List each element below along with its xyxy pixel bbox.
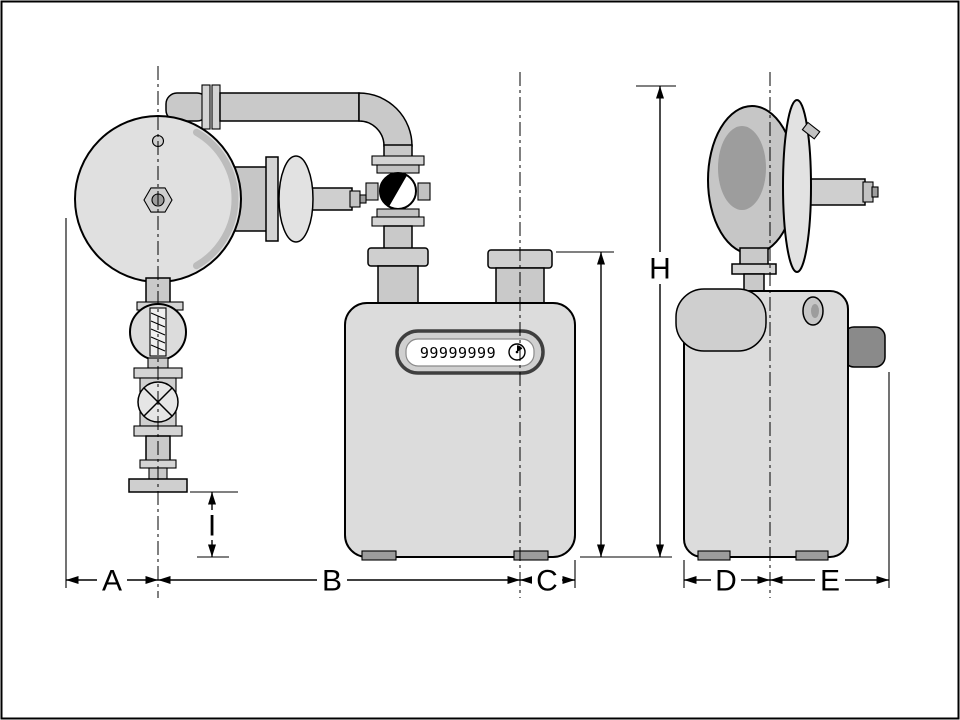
label-bg-b bbox=[317, 565, 347, 595]
dimension-label-b: B bbox=[322, 565, 342, 598]
dimension-label-c: C bbox=[536, 565, 558, 598]
regulator-side bbox=[707, 99, 879, 295]
valve-outlet-pipe bbox=[383, 225, 413, 251]
vent-pipe bbox=[309, 187, 353, 211]
valve-side-tab bbox=[417, 182, 431, 201]
meter-inlet-pipe bbox=[377, 265, 419, 307]
dimension-label-group: A B C D E H I bbox=[97, 252, 845, 598]
label-bg-d bbox=[711, 565, 741, 595]
horizontal-pipe bbox=[219, 92, 360, 122]
label-bg-i bbox=[202, 510, 222, 540]
dimension-label-h: H bbox=[649, 253, 671, 286]
label-bg-e bbox=[815, 565, 845, 595]
side-vent-pipe bbox=[808, 178, 866, 206]
regulator-diaphragm-disc-edge bbox=[782, 99, 812, 273]
regulator-stem-flange bbox=[731, 263, 777, 275]
pipe-flange bbox=[201, 84, 211, 130]
regulator-side-shading bbox=[718, 126, 766, 210]
valve-side-tab bbox=[365, 182, 379, 201]
vent-cap bbox=[278, 155, 314, 243]
odometer-digits: 99999999 bbox=[420, 344, 496, 362]
valve-flange bbox=[371, 155, 425, 166]
pipe-flange bbox=[211, 84, 221, 130]
gauge-icon bbox=[508, 343, 526, 361]
label-bg-a bbox=[97, 565, 127, 595]
dimension-label-d: D bbox=[715, 565, 737, 598]
dimensions: A B C D E H I bbox=[65, 66, 890, 598]
side-view bbox=[675, 99, 886, 561]
label-bg-h bbox=[645, 252, 675, 284]
odometer: 99999999 bbox=[395, 329, 545, 375]
meter-top-hump bbox=[675, 288, 767, 352]
valve-flange bbox=[376, 208, 420, 218]
inlet-piping bbox=[165, 84, 413, 159]
disc-screw bbox=[801, 121, 821, 140]
side-outlet-stub bbox=[843, 326, 886, 368]
regulator-rim-shading bbox=[193, 128, 239, 270]
odometer-window bbox=[405, 338, 535, 367]
centerlines bbox=[157, 66, 771, 598]
meter-case-side bbox=[683, 290, 849, 558]
vent-end-fitting bbox=[349, 190, 361, 208]
valve-indicator-dark-half bbox=[380, 173, 407, 207]
dimension-label-a: A bbox=[102, 565, 122, 598]
side-valve-knob bbox=[802, 296, 824, 326]
dimension-label-e: E bbox=[820, 565, 840, 598]
vent-assembly bbox=[229, 155, 367, 243]
meter-foot bbox=[697, 550, 731, 561]
valve-flange bbox=[371, 216, 425, 227]
vent-nub bbox=[359, 194, 367, 204]
meter-foot bbox=[361, 550, 397, 561]
gauge-hub bbox=[515, 350, 519, 354]
dimension-label-i: I bbox=[208, 510, 216, 543]
knob-center bbox=[811, 304, 819, 318]
label-bg-c bbox=[532, 565, 562, 595]
meter-body-side bbox=[683, 290, 849, 561]
ball-valve bbox=[365, 155, 431, 307]
vent-plate bbox=[265, 156, 279, 242]
valve-flange bbox=[376, 164, 420, 174]
meter-foot bbox=[795, 550, 829, 561]
meter-foot bbox=[513, 550, 549, 561]
side-vent-nub bbox=[871, 186, 879, 198]
meter-inlet-connector bbox=[367, 247, 429, 267]
